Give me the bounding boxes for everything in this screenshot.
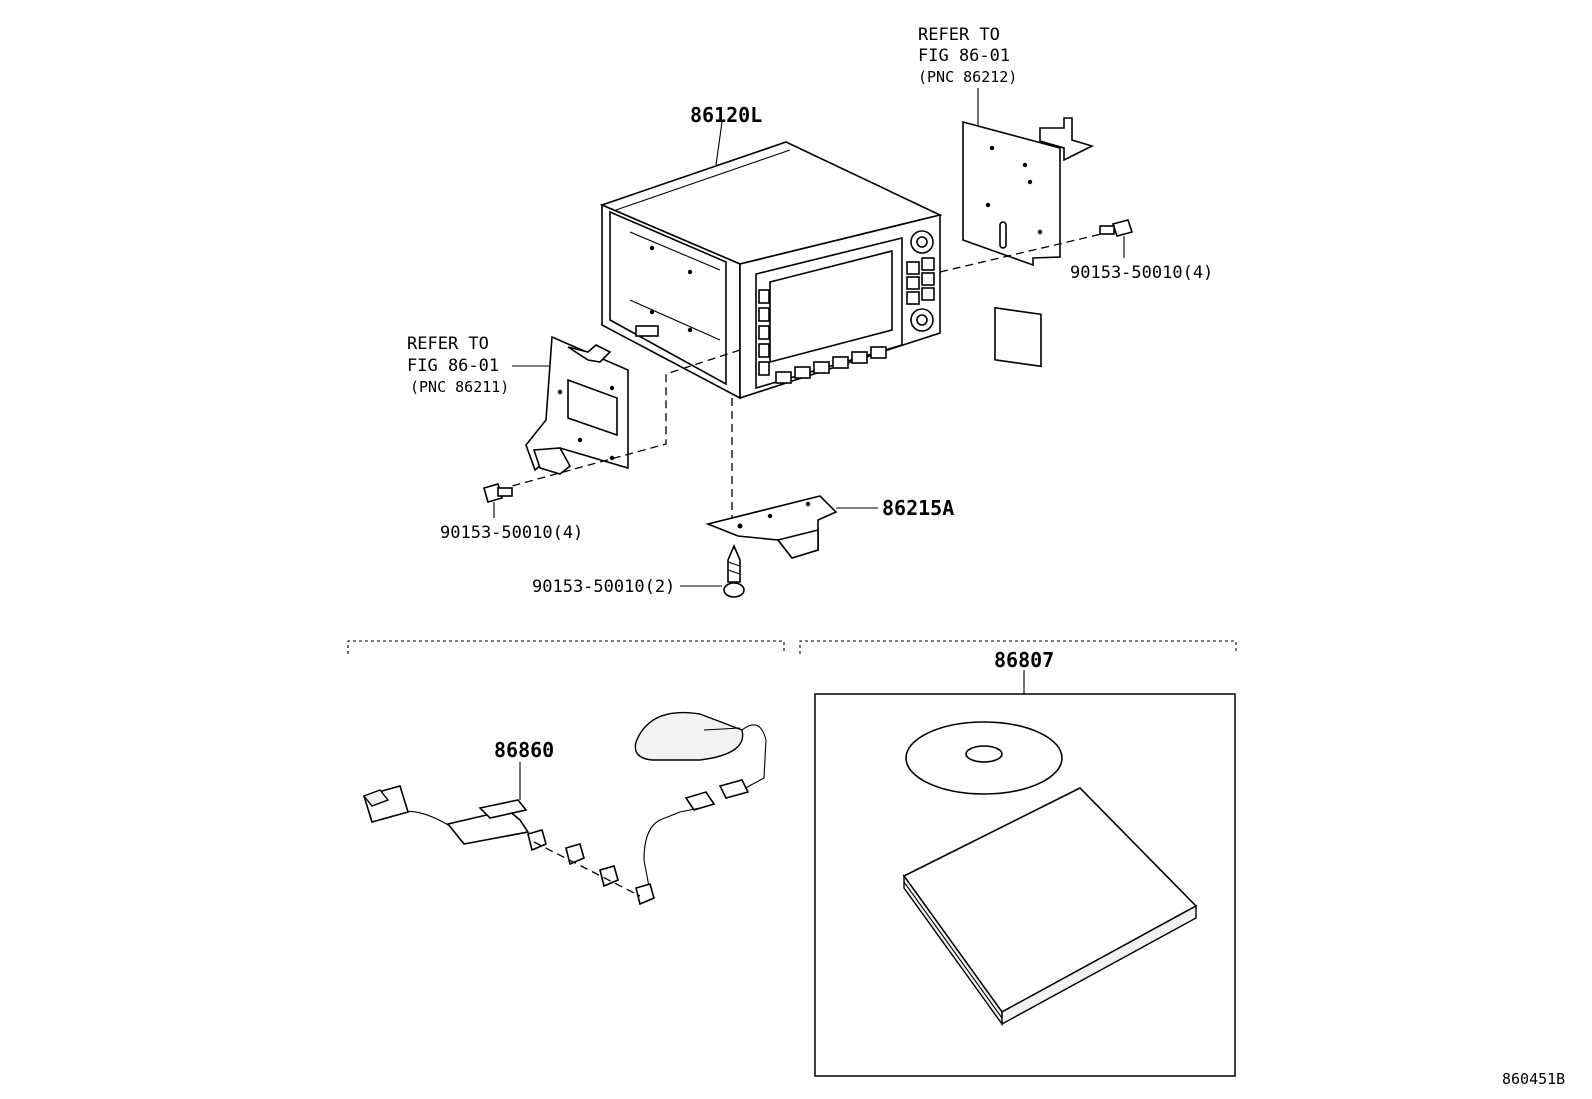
head-unit-label: 86120L xyxy=(690,103,762,127)
disc-kit-box xyxy=(814,693,1236,1077)
manual-book-icon xyxy=(902,787,1198,1014)
left-bracket-drawing xyxy=(512,335,629,475)
right-bracket-ref-line2: FIG 86-01 xyxy=(918,46,1010,66)
disc-group-bracket xyxy=(799,640,1237,654)
gps-antenna-label: 86860 xyxy=(494,738,554,762)
head-unit-drawing xyxy=(599,121,943,400)
left-bracket-ref-line2: FIG 86-01 xyxy=(407,356,499,376)
left-bracket-ref-line1: REFER TO xyxy=(407,334,489,354)
left-bracket-ref-line3: (PNC 86211) xyxy=(410,378,509,396)
bottom-screw-label: 90153-50010(2) xyxy=(532,577,675,597)
right-bracket-ref-line1: REFER TO xyxy=(918,25,1000,45)
figure-code: 860451B xyxy=(1502,1070,1565,1088)
right-bracket-drawing xyxy=(962,88,1095,368)
lower-bracket-drawing xyxy=(705,495,878,559)
right-bracket-ref-line3: (PNC 86212) xyxy=(918,68,1017,86)
left-bracket-guide xyxy=(511,349,741,487)
left-screw-label: 90153-50010(4) xyxy=(440,523,583,543)
bottom-screw-drawing xyxy=(680,543,745,598)
disc-kit-drawing xyxy=(902,721,1198,1027)
right-screw-guide xyxy=(939,231,1111,273)
gps-group-bracket xyxy=(347,640,785,654)
gps-antenna-drawing xyxy=(362,711,767,906)
right-screw-label: 90153-50010(4) xyxy=(1070,263,1213,283)
left-screw-drawing xyxy=(483,483,513,518)
disc-kit-label: 86807 xyxy=(994,648,1054,672)
right-screw-drawing xyxy=(1099,219,1134,258)
lower-bracket-label: 86215A xyxy=(882,496,954,520)
